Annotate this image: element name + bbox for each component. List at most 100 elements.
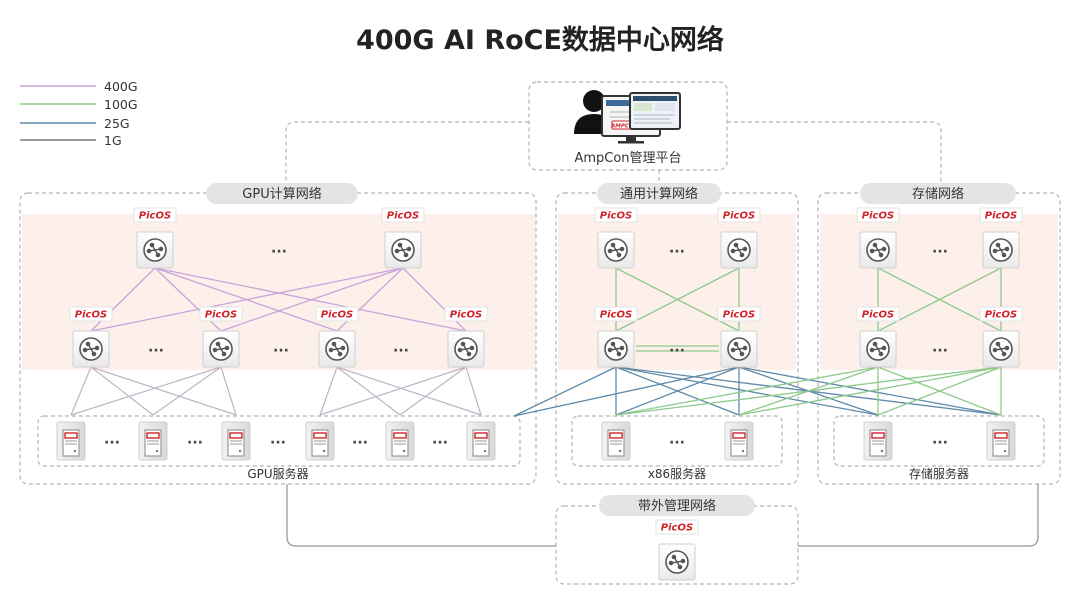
picos-logo: PicOS bbox=[655, 519, 699, 535]
switch-icon bbox=[447, 330, 485, 368]
legend-label-400g: 400G bbox=[104, 79, 138, 94]
svg-text:PicOS: PicOS bbox=[387, 211, 419, 222]
ellipsis-3: ··· bbox=[273, 343, 289, 359]
svg-text:PicOS: PicOS bbox=[862, 211, 894, 222]
svg-text:PicOS: PicOS bbox=[321, 310, 353, 321]
ampcon-platform: AMPCON-DC AmpCon管理平台 bbox=[574, 90, 682, 166]
svg-text:PicOS: PicOS bbox=[75, 310, 107, 321]
storage-servers-label: 存储服务器 bbox=[909, 466, 969, 481]
ampcon-label: AmpCon管理平台 bbox=[574, 151, 681, 166]
oob-link-gpu bbox=[286, 484, 556, 547]
svg-text:PicOS: PicOS bbox=[661, 523, 693, 534]
storage-server-2 bbox=[986, 421, 1016, 461]
gpu-server-1 bbox=[56, 421, 86, 461]
oob-link-storage bbox=[798, 484, 1039, 547]
diagram-title: 400G AI RoCE数据中心网络 bbox=[356, 25, 724, 56]
gpu-leaf-switch-4: PicOS bbox=[444, 306, 488, 368]
gpu-server-6 bbox=[466, 421, 496, 461]
ellipsis-11: ··· bbox=[270, 435, 286, 451]
storage-zone-label: 存储网络 bbox=[912, 186, 964, 202]
general-leaf-switch-2: PicOS bbox=[717, 306, 761, 368]
ellipsis-4: ··· bbox=[393, 343, 409, 359]
mgmt-link-gpu bbox=[285, 121, 529, 193]
x86-server-2 bbox=[724, 421, 754, 461]
x86-server-1 bbox=[601, 421, 631, 461]
legend-label-25g: 25G bbox=[104, 116, 130, 131]
switch-icon bbox=[720, 231, 758, 269]
ampcon-box bbox=[528, 81, 728, 171]
storage-leaf-switch-1: PicOS bbox=[856, 306, 900, 368]
ellipsis-5: ··· bbox=[669, 244, 685, 260]
picos-logo: PicOS bbox=[594, 306, 638, 322]
svg-text:PicOS: PicOS bbox=[139, 211, 171, 222]
storage-zone-pill bbox=[860, 183, 1016, 204]
ellipsis-2: ··· bbox=[148, 343, 164, 359]
gpu-server-5 bbox=[385, 421, 415, 461]
ellipsis-12: ··· bbox=[352, 435, 368, 451]
gpu-zone bbox=[19, 192, 537, 485]
ellipsis-1: ··· bbox=[271, 244, 287, 260]
picos-logo: PicOS bbox=[315, 306, 359, 322]
ellipsis-8: ··· bbox=[932, 343, 948, 359]
switch-icon bbox=[72, 330, 110, 368]
oob-zone-pill bbox=[599, 495, 755, 516]
storage-leaf-server-links bbox=[615, 366, 1002, 416]
svg-text:PicOS: PicOS bbox=[600, 211, 632, 222]
oob-switch: PicOS bbox=[655, 519, 699, 581]
svg-text:PicOS: PicOS bbox=[985, 211, 1017, 222]
switch-icon bbox=[658, 543, 696, 581]
switch-icon bbox=[982, 231, 1020, 269]
gpu-zone-label: GPU计算网络 bbox=[242, 186, 321, 202]
switch-icon bbox=[859, 330, 897, 368]
general-servers-label: x86服务器 bbox=[648, 466, 706, 481]
ellipsis-9: ··· bbox=[104, 435, 120, 451]
mgmt-link-storage bbox=[727, 121, 942, 193]
storage-spine-switch-2: PicOS bbox=[979, 207, 1023, 269]
gpu-server-3 bbox=[221, 421, 251, 461]
switch-icon bbox=[597, 231, 635, 269]
general-zone-pill bbox=[597, 183, 721, 204]
storage-leaf-switch-2: PicOS bbox=[979, 306, 1023, 368]
ellipsis-7: ··· bbox=[932, 244, 948, 260]
legend-label-1g: 1G bbox=[104, 133, 122, 148]
svg-text:PicOS: PicOS bbox=[600, 310, 632, 321]
switch-icon bbox=[136, 231, 174, 269]
gpu-leaf-switch-2: PicOS bbox=[199, 306, 243, 368]
gpu-spine-switch-2: PicOS bbox=[381, 207, 425, 269]
picos-logo: PicOS bbox=[856, 207, 900, 223]
ellipsis-13: ··· bbox=[432, 435, 448, 451]
gpu-leaf-switch-1: PicOS bbox=[69, 306, 113, 368]
picos-logo: PicOS bbox=[444, 306, 488, 322]
storage-server-1 bbox=[863, 421, 893, 461]
general-spine-switch-2: PicOS bbox=[717, 207, 761, 269]
legend-label-100g: 100G bbox=[104, 97, 138, 112]
picos-logo: PicOS bbox=[717, 306, 761, 322]
storage-spine-switch-1: PicOS bbox=[856, 207, 900, 269]
gpu-server-4 bbox=[305, 421, 335, 461]
oob-zone-label: 带外管理网络 bbox=[638, 498, 716, 514]
switch-icon bbox=[597, 330, 635, 368]
ellipsis-6: ··· bbox=[669, 343, 685, 359]
gpu-servers-label: GPU服务器 bbox=[247, 466, 308, 481]
picos-logo: PicOS bbox=[594, 207, 638, 223]
gpu-server-2 bbox=[138, 421, 168, 461]
picos-logo: PicOS bbox=[979, 306, 1023, 322]
svg-text:PicOS: PicOS bbox=[985, 310, 1017, 321]
picos-logo: PicOS bbox=[381, 207, 425, 223]
ellipsis-10: ··· bbox=[187, 435, 203, 451]
general-zone-label: 通用计算网络 bbox=[620, 186, 698, 202]
switch-icon bbox=[982, 330, 1020, 368]
svg-text:PicOS: PicOS bbox=[723, 211, 755, 222]
picos-logo: PicOS bbox=[199, 306, 243, 322]
general-server-group bbox=[571, 415, 783, 467]
svg-text:PicOS: PicOS bbox=[723, 310, 755, 321]
storage-server-group bbox=[833, 415, 1045, 467]
gpu-server-group bbox=[37, 415, 521, 467]
general-spine-switch-1: PicOS bbox=[594, 207, 638, 269]
switch-icon bbox=[720, 330, 758, 368]
switch-icon bbox=[318, 330, 356, 368]
general-leaf-switch-1: PicOS bbox=[594, 306, 638, 368]
picos-logo: PicOS bbox=[979, 207, 1023, 223]
ellipsis-14: ··· bbox=[669, 435, 685, 451]
